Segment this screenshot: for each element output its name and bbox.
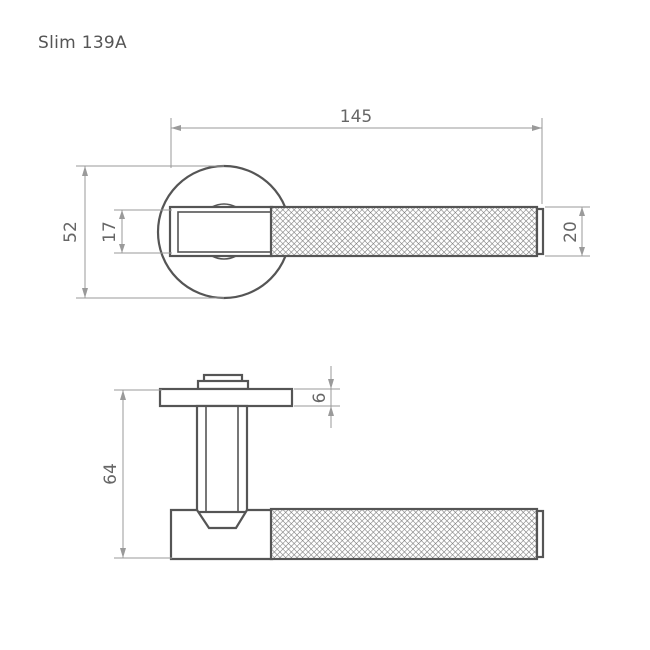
dim-rosette-diameter-label: 52 [61,221,81,243]
dim-projection-label: 64 [101,463,121,485]
dim-lever-height-label: 20 [561,221,581,243]
dim-projection: 64 [101,389,172,559]
lever-hub [169,508,274,561]
product-title: Slim 139A [38,33,127,53]
knurled-grip-side [269,507,539,561]
side-view [158,373,545,561]
dim-rosette-thickness-label: 6 [310,393,330,404]
lever-base [168,205,274,258]
rosette-plate [158,387,294,408]
spindle-collar [196,379,250,391]
lever-base-nub-bottom [211,255,237,260]
top-view [156,164,545,300]
dim-overall-length: 145 [170,107,543,204]
dim-rosette-diameter: 52 [61,165,224,299]
dim-lever-height: 20 [545,206,590,257]
lever-end-cap-side [535,509,545,559]
dim-base-height: 17 [100,209,172,254]
lever-end-cap-top [535,207,545,256]
lever-base-nub [211,203,237,208]
dim-base-height-label: 17 [100,221,120,243]
dim-overall-length-label: 145 [340,107,372,127]
lever-neck [195,404,249,514]
knurled-grip-top [269,205,539,258]
dim-rosette-thickness: 6 [294,366,340,428]
